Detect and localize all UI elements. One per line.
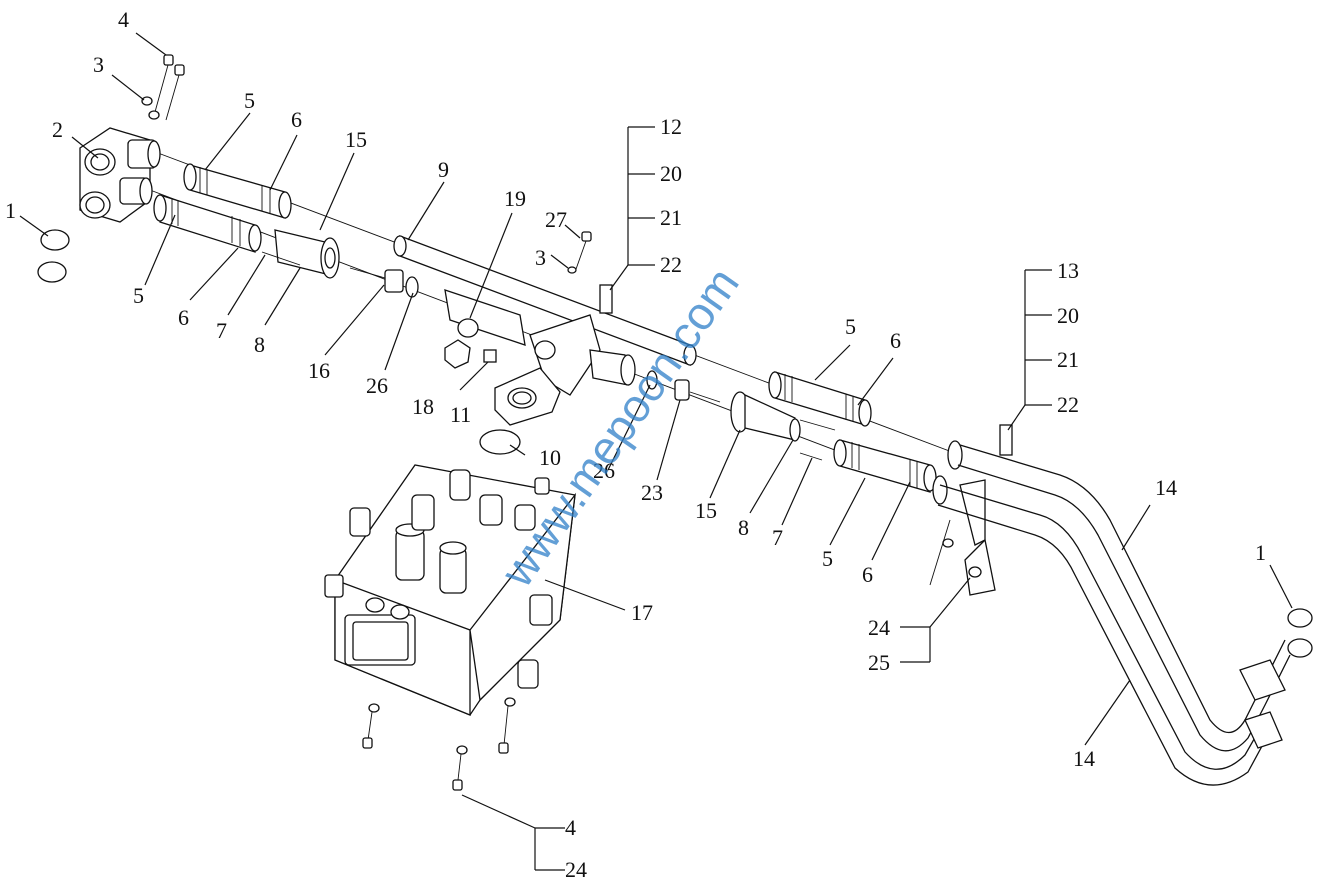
sleeve-set-lower-left (153, 194, 262, 253)
callout-26-a: 26 (366, 373, 388, 398)
callout-5-d: 5 (822, 546, 833, 571)
callout-21-b: 21 (1057, 347, 1079, 372)
callout-6-c: 6 (890, 328, 901, 353)
callout-9: 9 (438, 157, 449, 182)
callout-3-mid: 3 (535, 245, 546, 270)
callout-3-top: 3 (93, 52, 104, 77)
callout-24-b: 24 (565, 857, 587, 882)
tee-block-19 (444, 289, 601, 396)
o-ring-right-1 (1287, 608, 1313, 628)
callout-1-right: 1 (1255, 540, 1266, 565)
callout-20-b: 20 (1057, 303, 1079, 328)
bolt-top-left (141, 54, 185, 121)
o-ring-left-1 (40, 229, 70, 251)
callout-13: 13 (1057, 258, 1079, 283)
callout-27: 27 (545, 207, 567, 232)
callout-6-b: 6 (178, 305, 189, 330)
flange-10 (479, 367, 561, 455)
callout-26-b: 26 (593, 458, 615, 483)
callout-15-b: 15 (695, 498, 717, 523)
fitting-15-right (730, 391, 801, 442)
fitting-15-left (261, 229, 340, 279)
leader-lines (19, 32, 1293, 871)
callout-14-b: 14 (1073, 746, 1095, 771)
bottom-bolts (362, 697, 516, 791)
callout-11: 11 (450, 402, 471, 427)
mid-short-pipe (589, 349, 721, 403)
o-ring-left-2 (37, 261, 67, 283)
callout-5-c: 5 (845, 314, 856, 339)
callout-18: 18 (412, 394, 434, 419)
callout-14-a: 14 (1155, 475, 1177, 500)
o-ring-right-2 (1287, 638, 1313, 658)
valve-block-17 (324, 464, 576, 716)
callout-23: 23 (641, 480, 663, 505)
callout-4-bottom: 4 (565, 815, 576, 840)
callout-19: 19 (504, 186, 526, 211)
callout-24-a: 24 (868, 615, 890, 640)
left-flange-block (79, 127, 161, 223)
callout-labels: 4 3 2 1 5 6 15 5 6 7 8 9 19 16 26 18 11 … (5, 7, 1266, 882)
bracket-12 (599, 284, 613, 314)
sleeve-set-upper-left (183, 163, 292, 219)
callout-16: 16 (308, 358, 330, 383)
callout-20-a: 20 (660, 161, 682, 186)
callout-12: 12 (660, 114, 682, 139)
callout-8-b: 8 (738, 515, 749, 540)
watermark-text: www.mepoon.com (490, 258, 749, 597)
callout-4-top: 4 (118, 7, 129, 32)
part-11 (483, 349, 497, 363)
callout-10: 10 (539, 445, 561, 470)
bent-pipe-14 (937, 444, 1291, 786)
callout-21-a: 21 (660, 205, 682, 230)
right-elbow-fittings (929, 424, 1013, 596)
callout-7-a: 7 (216, 318, 227, 343)
callout-15-a: 15 (345, 127, 367, 152)
callout-7-b: 7 (772, 525, 783, 550)
callout-5-b: 5 (133, 283, 144, 308)
callout-2: 2 (52, 117, 63, 142)
callout-6-d: 6 (862, 562, 873, 587)
plug-18 (444, 339, 471, 369)
callout-1-left: 1 (5, 198, 16, 223)
callout-22-b: 22 (1057, 392, 1079, 417)
sleeve-set-lower-right (799, 439, 937, 493)
callout-8-a: 8 (254, 332, 265, 357)
fitting-16 (349, 267, 419, 298)
sleeve-set-upper-right (768, 371, 872, 431)
callout-17: 17 (631, 600, 653, 625)
callout-22-a: 22 (660, 252, 682, 277)
long-pipe-9 (393, 235, 697, 366)
callout-6-a: 6 (291, 107, 302, 132)
callout-5-a: 5 (244, 88, 255, 113)
bolt-27 (567, 231, 592, 274)
callout-25: 25 (868, 650, 890, 675)
